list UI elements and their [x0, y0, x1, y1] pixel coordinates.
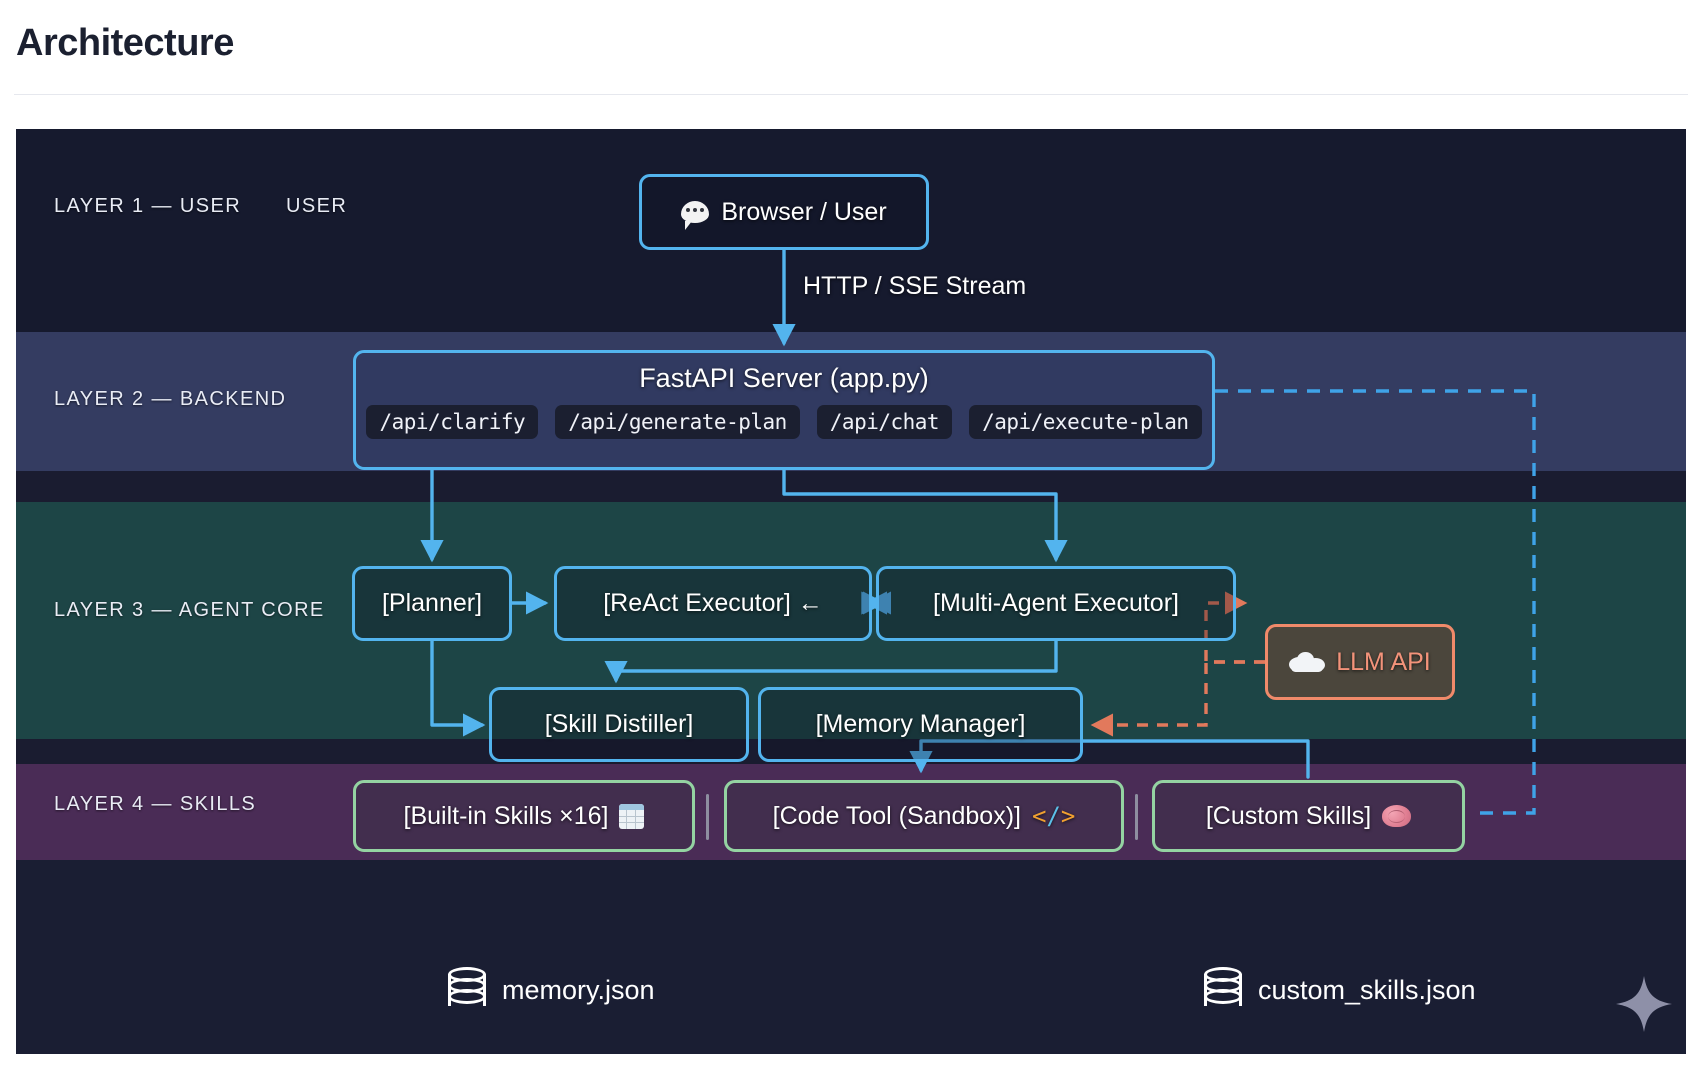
node-multi-agent-executor[interactable]: [Multi-Agent Executor]: [876, 566, 1236, 641]
database-icon: [448, 967, 486, 1013]
endpoint-generate-plan[interactable]: /api/generate-plan: [555, 405, 800, 439]
node-builtin-skills[interactable]: [Built-in Skills ×16]: [353, 780, 695, 852]
node-custom-skills[interactable]: [Custom Skills]: [1152, 780, 1465, 852]
database-icon: [1204, 967, 1242, 1013]
header-divider: [14, 94, 1688, 95]
skill-separator-1: [706, 794, 709, 840]
node-planner[interactable]: [Planner]: [352, 566, 512, 641]
node-browser-user[interactable]: Browser / User: [639, 174, 929, 250]
endpoint-execute-plan[interactable]: /api/execute-plan: [969, 405, 1202, 439]
footer-item-memory-json[interactable]: memory.json: [448, 967, 655, 1013]
edge-label-http-sse: HTTP / SSE Stream: [803, 272, 1027, 300]
node-browser-user-label: Browser / User: [721, 197, 887, 226]
node-multi-agent-executor-label: [Multi-Agent Executor]: [933, 589, 1179, 617]
node-custom-skills-label: [Custom Skills]: [1205, 801, 1372, 830]
node-planner-label: [Planner]: [381, 589, 483, 617]
layer-1-band: [16, 129, 1686, 332]
layer-1-label: LAYER 1 — USER: [54, 195, 242, 217]
node-memory-manager[interactable]: [Memory Manager]: [758, 687, 1083, 762]
code-brackets-icon: </>: [1031, 802, 1076, 830]
footer-item-memory-json-label: memory.json: [502, 974, 655, 1005]
node-skill-distiller-label: [Skill Distiller]: [544, 710, 694, 738]
node-code-tool[interactable]: [Code Tool (Sandbox)] </>: [724, 780, 1124, 852]
fastapi-endpoint-list: /api/clarify /api/generate-plan /api/cha…: [366, 405, 1202, 439]
cloud-icon: [1289, 652, 1326, 672]
layer-2-label: LAYER 2 — BACKEND: [54, 388, 287, 410]
node-react-executor-label: [ReAct Executor] ←: [603, 589, 823, 617]
brain-icon: [1382, 805, 1412, 827]
layer-3-label: LAYER 3 — AGENT CORE: [54, 599, 325, 621]
node-react-executor[interactable]: [ReAct Executor] ←: [554, 566, 872, 641]
node-builtin-skills-label: [Built-in Skills ×16]: [403, 801, 609, 830]
node-code-tool-label: [Code Tool (Sandbox)]: [772, 801, 1021, 830]
node-llm-api[interactable]: LLM API: [1265, 624, 1455, 700]
layer-1-sub-label: USER: [286, 195, 348, 217]
page-title: Architecture: [16, 22, 234, 64]
node-skill-distiller[interactable]: [Skill Distiller]: [489, 687, 749, 762]
layer-4-label: LAYER 4 — SKILLS: [54, 793, 257, 815]
node-llm-api-label: LLM API: [1336, 647, 1431, 676]
footer-item-custom-skills-json[interactable]: custom_skills.json: [1204, 967, 1476, 1013]
footer-item-custom-skills-json-label: custom_skills.json: [1258, 974, 1476, 1005]
band-separator-1: [16, 471, 1686, 502]
endpoint-clarify[interactable]: /api/clarify: [366, 405, 539, 439]
page-header: Architecture: [0, 0, 1702, 105]
sparkle-icon: [1616, 976, 1672, 1032]
node-memory-manager-label: [Memory Manager]: [815, 710, 1026, 738]
spreadsheet-icon: [619, 803, 645, 829]
node-fastapi-title: FastAPI Server (app.py): [639, 363, 929, 393]
speech-bubble-icon: [681, 201, 710, 230]
architecture-diagram: LAYER 1 — USER USER LAYER 2 — BACKEND LA…: [16, 129, 1686, 1054]
skill-separator-2: [1135, 794, 1138, 840]
node-fastapi-server[interactable]: FastAPI Server (app.py) /api/clarify /ap…: [353, 350, 1215, 470]
footer-band: [16, 860, 1686, 1054]
endpoint-chat[interactable]: /api/chat: [816, 405, 953, 439]
